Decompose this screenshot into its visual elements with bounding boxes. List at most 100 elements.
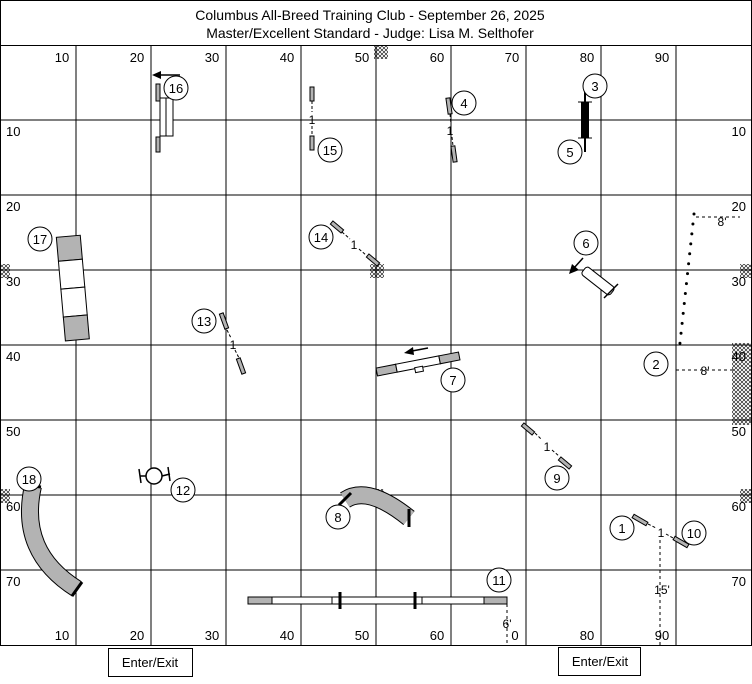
number-marker-13: 13 (191, 308, 217, 334)
direction-arrow-icon (569, 264, 579, 274)
axis-label: 30 (205, 50, 219, 65)
number-marker-3: 3 (582, 73, 608, 99)
axis-label: 0 (511, 628, 518, 643)
axis-label: 60 (6, 499, 20, 514)
svg-text:11: 11 (492, 573, 506, 588)
obstacle-13-jump: 1 (218, 312, 247, 375)
direction-arrow-icon (152, 71, 161, 79)
axis-label: 30 (205, 628, 219, 643)
axis-label: 40 (280, 50, 294, 65)
number-marker-16: 16 (163, 75, 189, 101)
obstacle-15-jump: 1 (309, 86, 316, 151)
number-marker-8: 8 (325, 504, 351, 530)
enter-exit-right-label: Enter/Exit (572, 654, 629, 669)
enter-exit-left[interactable]: Enter/Exit (108, 648, 193, 677)
svg-text:6: 6 (582, 236, 589, 251)
distance-label: 15' (654, 583, 670, 597)
svg-text:14: 14 (314, 230, 328, 245)
axis-label: 80 (580, 50, 594, 65)
obstacle-3-5-weaves (578, 88, 592, 152)
axis-left: 10 20 30 40 50 60 70 (6, 124, 20, 589)
direction-arrow-icon (404, 347, 414, 355)
axis-label: 80 (580, 628, 594, 643)
obstacle-16-panel-jump (152, 71, 180, 153)
svg-text:17: 17 (33, 232, 47, 247)
obstacle-1-10-jump: 1 15' (631, 513, 690, 645)
axis-label: 70 (505, 50, 519, 65)
distance-label: 8' (718, 215, 727, 229)
hatch-marker (740, 264, 752, 278)
svg-text:15: 15 (323, 143, 337, 158)
svg-text:16: 16 (169, 81, 183, 96)
number-marker-10: 10 (681, 520, 707, 546)
hatch-marker (0, 489, 10, 503)
svg-text:8: 8 (334, 510, 341, 525)
spread-label: 1 (230, 338, 237, 352)
svg-text:3: 3 (591, 79, 598, 94)
number-marker-11: 11 (486, 567, 512, 593)
axis-label: 10 (55, 628, 69, 643)
obstacle-numbers: 1 2 3 4 5 6 7 8 9 10 11 12 13 14 15 16 1… (16, 73, 707, 593)
axis-label: 50 (355, 628, 369, 643)
hatch-marker (370, 264, 384, 278)
course-title: Columbus All-Breed Training Club - Septe… (195, 7, 545, 23)
svg-text:7: 7 (449, 373, 456, 388)
axis-right: 10 20 30 40 50 60 70 (732, 124, 746, 589)
number-marker-7: 7 (440, 367, 466, 393)
axis-label: 40 (6, 349, 20, 364)
hatch-marker (0, 264, 10, 278)
axis-label: 50 (355, 50, 369, 65)
number-marker-5: 5 (557, 139, 583, 165)
svg-text:1: 1 (618, 521, 625, 536)
number-marker-2: 2 (643, 351, 669, 377)
obstacle-14-jump: 1 (329, 220, 381, 267)
obstacle-8-tunnel (337, 486, 415, 527)
svg-text:12: 12 (176, 483, 190, 498)
obstacle-6-tire (569, 257, 619, 299)
number-marker-6: 6 (573, 230, 599, 256)
number-marker-9: 9 (544, 465, 570, 491)
svg-text:10: 10 (687, 526, 701, 541)
spread-label: 1 (351, 238, 358, 252)
axis-bottom: 10 20 30 40 50 60 0 80 90 (55, 628, 669, 643)
enter-exit-right[interactable]: Enter/Exit (558, 647, 641, 676)
obstacle-12-tire (138, 466, 171, 485)
axis-label: 20 (130, 50, 144, 65)
ring-grid (0, 45, 752, 646)
hatch-marker (740, 489, 752, 503)
svg-text:18: 18 (22, 472, 36, 487)
enter-exit-left-label: Enter/Exit (122, 655, 179, 670)
axis-top: 10 20 30 40 50 60 70 80 90 (55, 50, 669, 65)
axis-label: 10 (55, 50, 69, 65)
svg-text:2: 2 (652, 357, 659, 372)
axis-label: 40 (280, 628, 294, 643)
number-marker-14: 14 (308, 224, 334, 250)
axis-label: 50 (6, 424, 20, 439)
ring-gate-hatch (732, 343, 752, 425)
svg-text:9: 9 (553, 471, 560, 486)
spread-label: 1 (309, 113, 316, 127)
hatch-marker (374, 45, 388, 59)
axis-label: 10 (6, 124, 20, 139)
spread-label: 1 (447, 124, 454, 138)
axis-label: 50 (732, 424, 746, 439)
footer: Enter/Exit Enter/Exit (108, 647, 641, 677)
axis-label: 60 (430, 628, 444, 643)
obstacle-11-dogwalk: 6' (247, 592, 511, 645)
axis-label: 30 (6, 274, 20, 289)
svg-text:4: 4 (460, 96, 467, 111)
axis-label: 90 (655, 50, 669, 65)
number-marker-18: 18 (16, 466, 42, 492)
obstacle-7-teeter (375, 351, 461, 377)
spread-label: 1 (544, 440, 551, 454)
axis-label: 20 (732, 199, 746, 214)
obstacle-4-jump: 1 (445, 97, 458, 163)
number-marker-1: 1 (609, 515, 635, 541)
axis-label: 60 (732, 499, 746, 514)
spread-label: 1 (658, 526, 665, 540)
header: Columbus All-Breed Training Club - Septe… (0, 0, 752, 46)
axis-label: 90 (655, 628, 669, 643)
distance-label: 8' (701, 364, 710, 378)
obstacle-17-aframe (55, 234, 90, 342)
